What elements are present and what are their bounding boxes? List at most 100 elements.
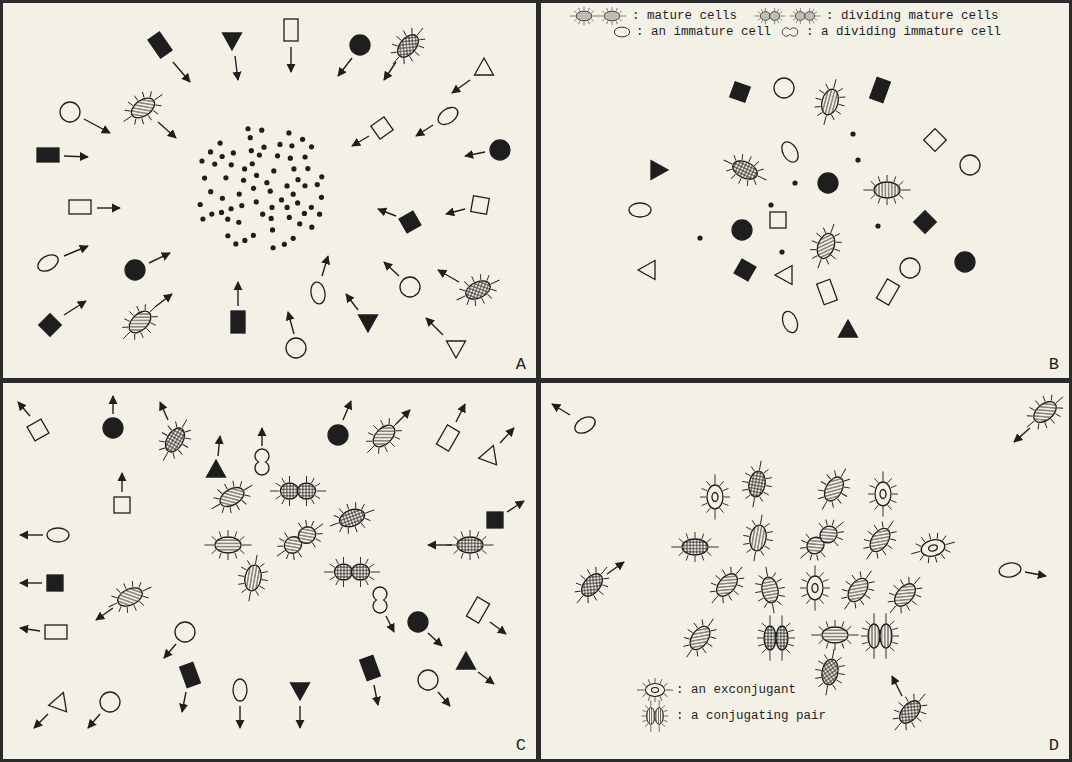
- open-rectangle: [817, 279, 838, 304]
- cilium: [826, 686, 828, 695]
- cilium: [386, 418, 392, 424]
- cell-dot: [875, 223, 880, 228]
- cilium: [238, 582, 244, 585]
- cilium: [836, 680, 842, 683]
- motion-arrow: [261, 428, 262, 446]
- cilium: [642, 694, 646, 697]
- exconjugant: [868, 471, 898, 516]
- legend-text: : a dividing immature cell: [806, 25, 1001, 40]
- cilium: [620, 16, 626, 17]
- open-circle: [960, 155, 980, 175]
- open-rectangle: [466, 597, 489, 623]
- filled-triangle: [207, 460, 226, 477]
- immature-cell: [778, 139, 801, 165]
- cilium: [645, 706, 648, 709]
- cilium: [470, 530, 471, 536]
- cilium: [484, 545, 494, 546]
- open-square: [27, 419, 49, 441]
- cell-dot: [198, 202, 203, 207]
- cell-body: [764, 626, 776, 650]
- cilium: [235, 531, 237, 537]
- mature-cell: [598, 7, 626, 25]
- cilium: [650, 700, 651, 707]
- cilium: [866, 571, 872, 579]
- cell-dot: [231, 150, 236, 155]
- cell-dot: [309, 144, 314, 149]
- motion-arrow: [182, 692, 186, 712]
- cilium: [755, 592, 761, 593]
- cilium: [886, 613, 887, 623]
- open-square: [114, 497, 130, 513]
- cilium: [941, 553, 945, 559]
- cilium: [727, 595, 733, 600]
- cilium: [891, 485, 897, 487]
- filled-circle: [328, 425, 348, 445]
- cilium: [262, 580, 268, 581]
- filled-triangle: [457, 652, 476, 669]
- cilium: [752, 179, 758, 185]
- cell-body: [747, 470, 767, 498]
- cilium: [343, 581, 344, 587]
- cilium: [660, 696, 662, 700]
- cilium: [284, 533, 287, 538]
- cilium: [866, 551, 872, 559]
- open-triangle: [479, 442, 503, 464]
- cell-dot: [302, 154, 307, 159]
- cilium: [491, 287, 497, 293]
- cilium: [759, 461, 761, 470]
- cilium: [761, 9, 763, 12]
- cilium: [732, 155, 738, 161]
- open-rectangle: [466, 597, 489, 623]
- cilium: [821, 552, 825, 557]
- open-circle: [774, 78, 794, 98]
- cilium: [173, 421, 179, 427]
- cell-body: [844, 575, 872, 605]
- immature-cell: [998, 561, 1022, 579]
- cilium: [365, 580, 368, 585]
- cilium: [245, 493, 251, 499]
- dividing-mature-cell: [791, 510, 853, 569]
- cilium: [774, 8, 775, 11]
- cilium: [686, 649, 692, 657]
- cilium: [369, 564, 374, 567]
- cilium: [140, 118, 145, 124]
- motion-arrow: [20, 582, 42, 583]
- cilium: [788, 644, 794, 646]
- open-rectangle: [436, 425, 459, 451]
- cell-dot: [225, 217, 230, 222]
- motion-arrow: [158, 122, 176, 138]
- cilium: [360, 581, 361, 587]
- cilium: [707, 538, 711, 542]
- cilium: [662, 706, 665, 709]
- filled-rectangle: [231, 311, 245, 333]
- cell-dot: [200, 216, 205, 221]
- cilium: [837, 657, 842, 662]
- motion-arrow: [18, 402, 30, 416]
- cilium: [745, 180, 749, 186]
- cilium: [242, 545, 252, 546]
- cilium: [454, 550, 458, 554]
- mature-cell: [738, 458, 776, 510]
- cell-body: [576, 11, 592, 21]
- motion-arrow: [290, 47, 291, 72]
- cilium: [830, 520, 836, 526]
- nucleus-ring: [928, 544, 938, 552]
- mature-cell: [878, 567, 931, 622]
- filled-triangle: [651, 161, 668, 180]
- cilium: [721, 570, 727, 575]
- filled-rectangle: [870, 77, 891, 102]
- cilium: [777, 600, 782, 605]
- cilium: [905, 605, 911, 610]
- cilium: [818, 661, 824, 664]
- cilium: [379, 420, 384, 425]
- dividing-immature-cell: [782, 28, 798, 36]
- cell-body: [816, 523, 840, 547]
- cilium: [592, 16, 598, 17]
- panel-ground: [541, 3, 1069, 378]
- cilium: [870, 500, 876, 502]
- cilium: [470, 554, 471, 560]
- mature-cell: [832, 562, 884, 618]
- cilium: [816, 98, 822, 100]
- cilium: [842, 643, 844, 649]
- cilium: [695, 556, 696, 562]
